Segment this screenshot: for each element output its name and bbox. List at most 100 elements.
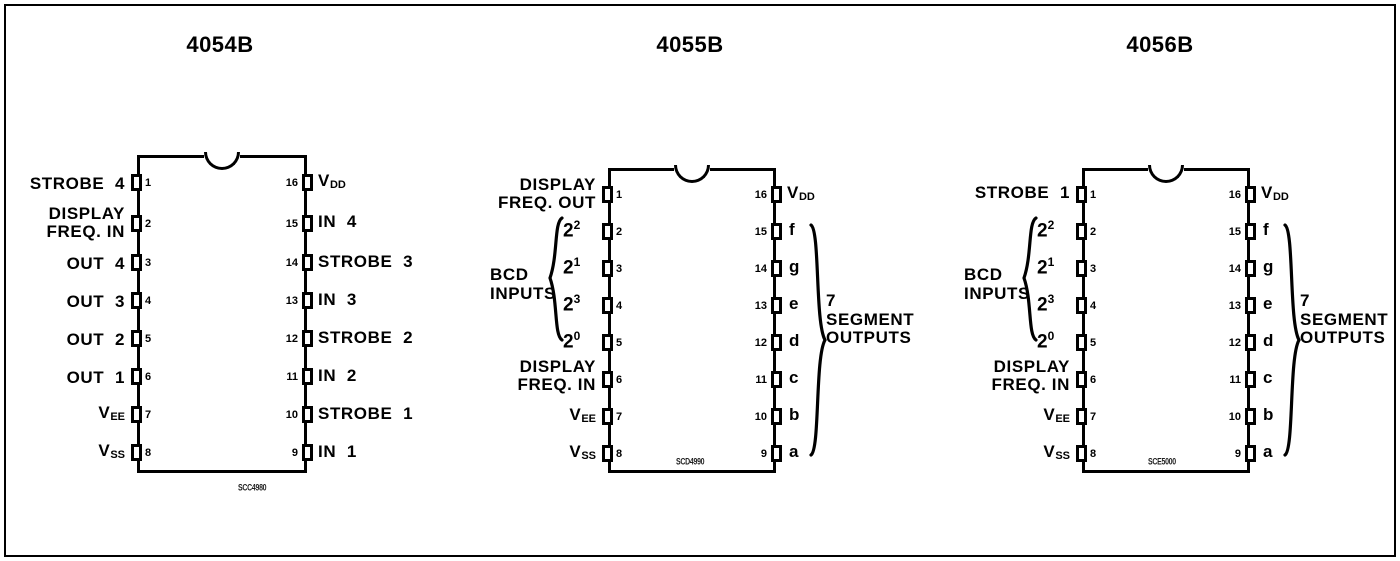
pin-left-1[interactable] [602,186,613,203]
pin-label-display-freq-in: DISPLAY FREQ. IN [991,357,1070,394]
pin-label-vss: VSS [944,443,1070,463]
pin-left-5[interactable] [1076,334,1087,351]
pin-label-vdd-text: V [787,183,799,202]
bcd-sup: 0 [1047,329,1055,343]
pin-label-vdd: VDD [318,172,346,192]
pin-left-6[interactable] [602,371,613,388]
pin-right-15[interactable] [771,223,782,240]
pin-left-1[interactable] [131,174,142,191]
pin-label-seg-a: a [789,442,800,461]
pin-right-12[interactable] [771,334,782,351]
pin-number-16: 16 [1228,189,1241,201]
pin-number-10: 10 [754,411,767,423]
pin-right-11[interactable] [771,371,782,388]
pin-right-13[interactable] [302,292,313,309]
pin-right-15[interactable] [302,215,313,232]
pin-left-5[interactable] [602,334,613,351]
pin-right-14[interactable] [302,254,313,271]
pin-left-3[interactable] [131,254,142,271]
pin-label-vdd-sub: DD [798,191,815,203]
pin-number-1: 1 [145,177,152,189]
pin-right-10[interactable] [1245,408,1256,425]
pin-number-15: 15 [285,218,298,230]
pin-left-8[interactable] [131,444,142,461]
pin-left-3[interactable] [1076,260,1087,277]
pin-label-in-4: IN 4 [318,212,357,231]
pin-number-16: 16 [754,189,767,201]
pin-left-4[interactable] [1076,297,1087,314]
pin-left-6[interactable] [131,368,142,385]
pin-number-11: 11 [286,371,298,383]
pin-right-14[interactable] [771,260,782,277]
pin-label-vee-sub: EE [581,413,596,425]
pin-label-seg-f: f [1263,220,1270,239]
pin-left-7[interactable] [131,406,142,423]
pin-label-seg-e: e [789,294,800,313]
bcd-inputs-brace [1022,216,1038,342]
pin-left-7[interactable] [602,408,613,425]
pin-right-16[interactable] [1245,186,1256,203]
pin-right-12[interactable] [1245,334,1256,351]
pin-label-display-freq-in: DISPLAY FREQ. IN [46,204,125,241]
pin-right-16[interactable] [771,186,782,203]
pin-number-7: 7 [1090,411,1097,423]
pin-number-4: 4 [145,295,152,307]
pin-label-seg-e: e [1263,294,1274,313]
pin-label-out-2: OUT 2 [66,330,125,349]
pin-number-1: 1 [616,189,623,201]
pin-number-5: 5 [616,337,623,349]
pin-left-6[interactable] [1076,371,1087,388]
pin-number-12: 12 [285,333,298,345]
pin-left-8[interactable] [1076,445,1087,462]
chip-body-4054b [137,155,307,473]
pin-label-seg-g: g [789,257,800,276]
pin-number-9: 9 [291,447,298,459]
pin-label-vee: VEE [0,404,125,424]
pin-right-9[interactable] [771,445,782,462]
pin-label-bcd-2e0: 20 [1037,330,1054,351]
pin-left-7[interactable] [1076,408,1087,425]
pin-right-10[interactable] [771,408,782,425]
pin-label-bcd-2e2: 22 [563,219,580,240]
pin-right-13[interactable] [771,297,782,314]
bcd-inputs-brace [548,216,564,342]
chip-part-code-4056b: SCE5000 [1148,458,1176,467]
pin-left-4[interactable] [602,297,613,314]
pin-label-bcd-2e2: 22 [1037,219,1054,240]
pin-number-15: 15 [1228,226,1241,238]
pin-label-strobe-1: STROBE 1 [318,404,414,423]
pin-right-15[interactable] [1245,223,1256,240]
pin-label-vdd: VDD [787,184,815,204]
bcd-base: 2 [563,331,574,353]
pin-left-2[interactable] [1076,223,1087,240]
pin-label-in-1: IN 1 [318,442,357,461]
pin-left-1[interactable] [1076,186,1087,203]
pin-right-11[interactable] [302,368,313,385]
pin-number-13: 13 [285,295,298,307]
pin-right-16[interactable] [302,174,313,191]
bcd-sup: 2 [1047,218,1055,232]
pin-label-seg-d: d [1263,331,1274,350]
pin-right-9[interactable] [302,444,313,461]
pin-label-vss-sub: SS [1055,450,1070,462]
pin-right-9[interactable] [1245,445,1256,462]
bcd-base: 2 [1037,294,1048,316]
bcd-base: 2 [1037,220,1048,242]
pin-right-12[interactable] [302,330,313,347]
pin-left-8[interactable] [602,445,613,462]
pin-number-14: 14 [754,263,767,275]
pin-left-2[interactable] [131,215,142,232]
pin-left-3[interactable] [602,260,613,277]
pin-right-14[interactable] [1245,260,1256,277]
pin-left-2[interactable] [602,223,613,240]
pin-left-4[interactable] [131,292,142,309]
pin-right-13[interactable] [1245,297,1256,314]
pin-right-11[interactable] [1245,371,1256,388]
pin-label-display-freq-in: DISPLAY FREQ. IN [517,357,596,394]
pin-left-5[interactable] [131,330,142,347]
pin-number-3: 3 [616,263,623,275]
pin-right-10[interactable] [302,406,313,423]
